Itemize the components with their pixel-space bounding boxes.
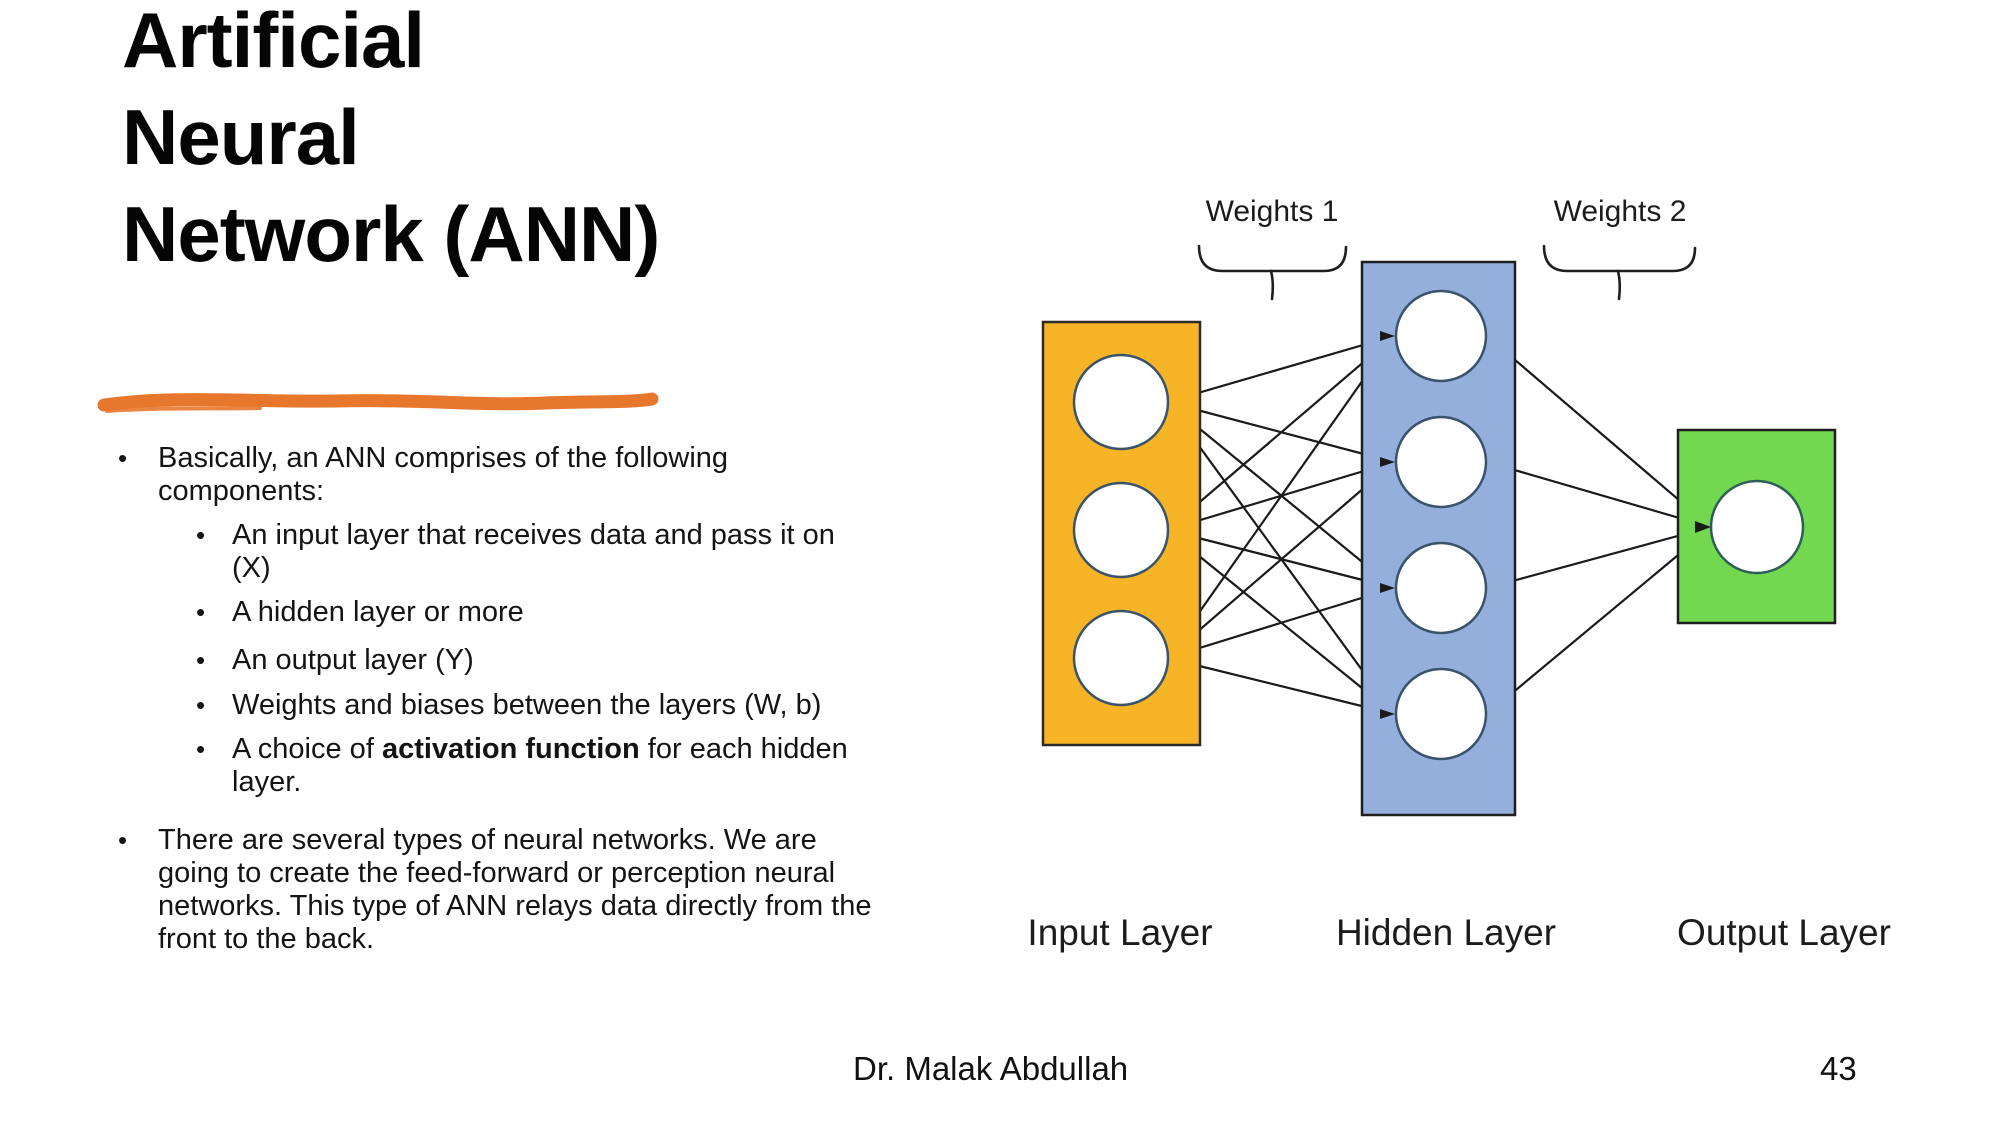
underline-secondary-stroke bbox=[105, 406, 262, 413]
sub-bullet-item: • An output layer (Y) bbox=[196, 644, 474, 677]
slide-title: Artificial Neural Network (ANN) bbox=[122, 0, 882, 283]
arrowhead bbox=[1380, 457, 1395, 467]
connection-line bbox=[1166, 334, 1395, 404]
weights1-label: Weights 1 bbox=[1206, 195, 1339, 228]
bullet-text-line: components: bbox=[158, 475, 325, 507]
bullet-marker: • bbox=[196, 597, 206, 627]
weights2-label: Weights 2 bbox=[1554, 195, 1687, 228]
arrowhead bbox=[1380, 331, 1395, 341]
weights2-brace-stem bbox=[1616, 269, 1622, 301]
weights1-brace-stem bbox=[1269, 269, 1275, 301]
connection-line bbox=[1166, 461, 1395, 659]
output-layer-label: Output Layer bbox=[1677, 912, 1891, 953]
bullet-text-line: A hidden layer or more bbox=[232, 596, 524, 628]
input-node bbox=[1072, 353, 1170, 451]
footer-author: Dr. Malak Abdullah bbox=[853, 1050, 1129, 1087]
sub-bullet-item: • A hidden layer or more bbox=[196, 596, 524, 629]
connection-line bbox=[1486, 526, 1708, 590]
connection-line bbox=[1166, 335, 1395, 659]
arrowhead bbox=[1380, 709, 1395, 719]
input-node bbox=[1072, 609, 1170, 707]
ann-diagram: Weights 1 Weights 2 bbox=[1027, 195, 1891, 953]
bullet-marker: • bbox=[118, 825, 128, 855]
bullet-marker: • bbox=[196, 645, 206, 675]
bullet-text-bold: activation function bbox=[381, 733, 640, 765]
hidden-layer-label: Hidden Layer bbox=[1336, 912, 1556, 953]
connection-line bbox=[1486, 460, 1708, 528]
input-node bbox=[1072, 481, 1170, 579]
sub-bullet-item: • A choice of activation function for ea… bbox=[196, 733, 848, 799]
bullet-text-line: There are several types of neural networ… bbox=[158, 824, 817, 856]
connection-line bbox=[1166, 586, 1395, 660]
hidden-node bbox=[1394, 289, 1488, 383]
bullet-text-line: Basically, an ANN comprises of the follo… bbox=[158, 442, 729, 474]
bullet-marker: • bbox=[196, 520, 206, 550]
bullet-text-prefix: A choice of bbox=[232, 733, 382, 765]
sub-bullet-item: • Weights and biases between the layers … bbox=[196, 689, 821, 722]
slide-title-line: Neural bbox=[122, 93, 360, 181]
hidden-node bbox=[1394, 667, 1488, 761]
weights1-brace bbox=[1197, 244, 1348, 273]
page-number: 43 bbox=[1820, 1050, 1857, 1087]
bullet-text-line: (X) bbox=[232, 552, 271, 584]
title-underline-stroke bbox=[97, 392, 659, 413]
bullet-marker: • bbox=[118, 443, 128, 473]
bullet-item: • There are several types of neural netw… bbox=[118, 824, 871, 956]
bullet-marker: • bbox=[196, 734, 206, 764]
bullet-text-line: An input layer that receives data and pa… bbox=[232, 519, 835, 551]
connection-line bbox=[1486, 335, 1708, 525]
arrowhead bbox=[1695, 521, 1711, 533]
connection-line bbox=[1166, 335, 1395, 531]
bullet-text-line: Weights and biases between the layers (W… bbox=[232, 689, 822, 721]
arrowhead bbox=[1380, 583, 1395, 593]
bullet-text-line: A choice of activation function for each… bbox=[232, 733, 848, 766]
slide-title-line: Network (ANN) bbox=[122, 190, 660, 278]
output-node bbox=[1709, 479, 1805, 575]
input-layer-label: Input Layer bbox=[1027, 912, 1212, 953]
bullet-marker: • bbox=[196, 690, 206, 720]
bullet-text-line: An output layer (Y) bbox=[232, 644, 474, 676]
bullet-text-suffix: for each hidden bbox=[639, 733, 848, 765]
bullet-text-line: networks. This type of ANN relays data d… bbox=[158, 890, 872, 922]
hidden-output-connections bbox=[1486, 335, 1708, 715]
underline-main-stroke bbox=[97, 392, 659, 412]
weights2-brace bbox=[1542, 244, 1697, 273]
bullet-text-line: layer. bbox=[232, 766, 302, 798]
sub-bullet-item: • An input layer that receives data and … bbox=[196, 519, 835, 585]
arrowhead-overlays bbox=[1380, 331, 1711, 719]
input-hidden-connections bbox=[1166, 334, 1395, 716]
hidden-node bbox=[1394, 541, 1488, 635]
connection-line bbox=[1486, 530, 1708, 715]
slide-title-line: Artificial bbox=[122, 0, 425, 84]
bullet-item: • Basically, an ANN comprises of the fol… bbox=[118, 442, 728, 508]
connection-line bbox=[1166, 656, 1395, 716]
hidden-node bbox=[1394, 415, 1488, 509]
bullet-text-line: going to create the feed-forward or perc… bbox=[158, 857, 836, 889]
bullet-text-line: front to the back. bbox=[158, 923, 375, 955]
